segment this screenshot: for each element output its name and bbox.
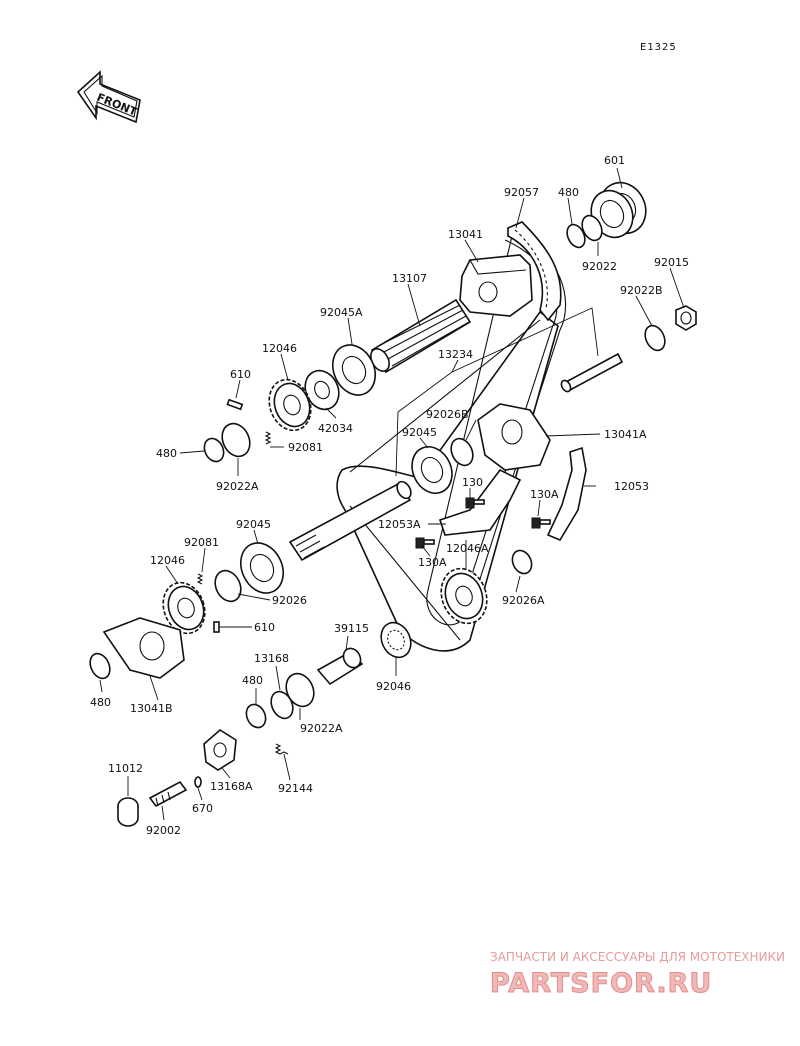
label-12053: 12053 <box>614 480 649 493</box>
label-92026B: 92026B <box>426 408 469 421</box>
part-130A-bolt-low <box>415 537 435 549</box>
label-92026A: 92026A <box>502 594 545 607</box>
part-92045-bearing-mid <box>411 446 453 494</box>
part-13041-block <box>459 254 533 317</box>
part-12046-gear-low <box>162 581 206 635</box>
label-130A-right: 130A <box>530 488 559 501</box>
label-92046: 92046 <box>376 680 411 693</box>
part-92022-washer <box>581 214 603 242</box>
part-480-circlip-low2 <box>245 703 267 729</box>
front-arrow-icon: FRONT <box>76 70 141 124</box>
label-12046-low: 12046 <box>150 554 185 567</box>
label-13107: 13107 <box>392 272 427 285</box>
label-13041A: 13041A <box>604 428 647 441</box>
part-92081-spring-top <box>264 431 272 445</box>
label-11012: 11012 <box>108 762 143 775</box>
part-39115-shaft <box>316 647 364 686</box>
part-92045-bearing-low <box>240 542 284 594</box>
watermark-caption: ЗАПЧАСТИ И АКСЕССУАРЫ ДЛЯ МОТОТЕХНИКИ <box>490 950 785 964</box>
part-92144-spring <box>274 743 289 755</box>
label-92081-top: 92081 <box>288 441 323 454</box>
label-12046-top: 12046 <box>262 342 297 355</box>
part-12046-gear-top <box>268 378 312 432</box>
part-92026B-washer <box>450 437 474 467</box>
label-670: 670 <box>192 802 213 815</box>
label-92081-low: 92081 <box>184 536 219 549</box>
label-13234: 13234 <box>438 348 473 361</box>
part-92046-needle-bearing <box>380 621 412 659</box>
label-92022A-top: 92022A <box>216 480 259 493</box>
part-92045A-bearing <box>332 344 376 396</box>
label-92002: 92002 <box>146 824 181 837</box>
diagram-code: E1325 <box>640 42 677 53</box>
part-13234-bolt <box>560 352 624 393</box>
part-13041B-cover <box>102 617 185 679</box>
label-601: 601 <box>604 154 625 167</box>
part-12046A-gear <box>440 567 488 625</box>
label-12053A: 12053A <box>378 518 421 531</box>
part-13168A-cam <box>203 729 237 771</box>
part-main-shaft <box>288 480 412 562</box>
part-92022A-washer-top <box>221 422 251 458</box>
label-480-top: 480 <box>558 186 579 199</box>
label-92045A: 92045A <box>320 306 363 319</box>
part-92015-nut <box>675 305 697 331</box>
part-610-pin-top <box>226 398 244 411</box>
part-92022B-washer <box>644 324 666 352</box>
part-480-circlip-lowleft <box>89 652 111 680</box>
part-610-pin-low <box>213 621 220 633</box>
part-130A-bolt-right <box>531 517 551 529</box>
label-92022A-low: 92022A <box>300 722 343 735</box>
part-92081-spring-low <box>196 573 204 585</box>
label-92045-low: 92045 <box>236 518 271 531</box>
label-42034: 42034 <box>318 422 353 435</box>
part-92026-washer <box>214 569 242 603</box>
label-92057: 92057 <box>504 186 539 199</box>
label-610-top: 610 <box>230 368 251 381</box>
label-130: 130 <box>462 476 483 489</box>
label-39115: 39115 <box>334 622 369 635</box>
watermark-logo: PARTSFOR.RU <box>490 968 712 999</box>
label-92022B: 92022B <box>620 284 663 297</box>
label-13168A: 13168A <box>210 780 253 793</box>
label-92015: 92015 <box>654 256 689 269</box>
label-92022: 92022 <box>582 260 617 273</box>
label-13168: 13168 <box>254 652 289 665</box>
label-13041B: 13041B <box>130 702 173 715</box>
part-11012-cap <box>117 797 139 827</box>
part-12053-lever <box>546 446 587 542</box>
part-13107-shaft <box>370 298 472 374</box>
part-670-pin <box>194 776 202 788</box>
part-480-circlip-top <box>566 223 586 249</box>
part-13041A-bracket <box>477 403 551 471</box>
leader-lines <box>99 167 685 821</box>
part-480-circlip-left <box>203 437 225 463</box>
label-130A-low: 130A <box>418 556 447 569</box>
label-92144: 92144 <box>278 782 313 795</box>
label-92045-mid: 92045 <box>402 426 437 439</box>
label-480-left: 480 <box>156 447 177 460</box>
part-92022A-washer-low <box>285 672 315 708</box>
label-12046A: 12046A <box>446 542 489 555</box>
label-13041: 13041 <box>448 228 483 241</box>
part-92002-stud <box>148 780 188 808</box>
label-92026: 92026 <box>272 594 307 607</box>
label-480-low1: 480 <box>242 674 263 687</box>
part-92026A-washer <box>511 549 533 575</box>
label-610-low: 610 <box>254 621 275 634</box>
label-480-low2: 480 <box>90 696 111 709</box>
part-92057-chain <box>507 221 562 322</box>
